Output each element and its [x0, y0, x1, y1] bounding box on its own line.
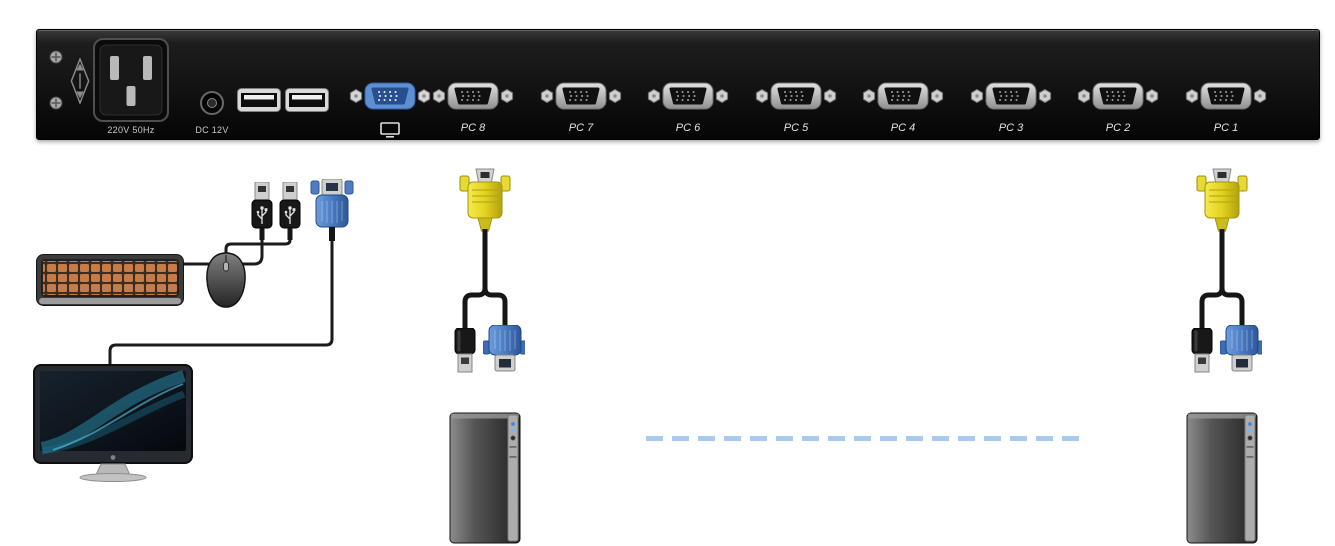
pc-port-1: PC 1	[1183, 78, 1269, 138]
pc-port-label: PC 6	[675, 122, 701, 134]
pc-port-label: PC 4	[890, 122, 916, 134]
kvm-rear-panel: 220V 50Hz DC 12V PC 8 PC 7 PC 6 PC 5 PC …	[36, 29, 1320, 140]
monitor-vga-plug	[310, 179, 354, 241]
pc-port-label: PC 2	[1105, 122, 1131, 134]
console-vga-port-group	[347, 78, 433, 138]
pc-port-7: PC 7	[538, 78, 624, 138]
kvm-cable-pc8	[445, 168, 525, 378]
pc-port-label: PC 5	[783, 122, 809, 134]
pc-port-3: PC 3	[968, 78, 1054, 138]
screw-icon	[49, 50, 63, 64]
pc-port-6: PC 6	[645, 78, 731, 138]
vga-port-icon	[753, 78, 839, 114]
vga-port-icon	[1183, 78, 1269, 114]
alignment-mark-icon	[70, 58, 90, 104]
vga-port-icon	[430, 78, 516, 114]
monitor	[33, 364, 198, 482]
screw-icon	[49, 96, 63, 110]
pc-port-label: PC 3	[998, 122, 1024, 134]
console-usb-port-1	[237, 88, 281, 112]
vga-port-icon	[1075, 78, 1161, 114]
vga-port-icon	[645, 78, 731, 114]
keyboard	[36, 254, 184, 306]
vga-port-icon	[968, 78, 1054, 114]
pc-port-5: PC 5	[753, 78, 839, 138]
monitor-icon	[380, 122, 400, 138]
pc-tower-8	[449, 412, 521, 544]
vga-port-icon	[860, 78, 946, 114]
continuation-dashes	[646, 436, 1080, 441]
keyboard-usb-plug	[250, 182, 274, 240]
console-cables	[108, 238, 334, 368]
pc-tower-1	[1186, 412, 1258, 544]
dc-jack-label: DC 12V	[195, 125, 229, 135]
console-usb-port-2	[285, 88, 329, 112]
pc-port-label: PC 1	[1213, 122, 1239, 134]
vga-port-icon	[538, 78, 624, 114]
pc-port-8: PC 8	[430, 78, 516, 138]
mouse	[203, 252, 249, 308]
pc-port-label: PC 7	[568, 122, 594, 134]
ac-power-inlet	[93, 38, 169, 122]
pc-port-label: PC 8	[460, 122, 486, 134]
pc-port-2: PC 2	[1075, 78, 1161, 138]
console-vga-port	[347, 78, 433, 114]
pc-port-4: PC 4	[860, 78, 946, 138]
power-spec-label: 220V 50Hz	[107, 125, 155, 135]
dc-power-jack	[199, 90, 225, 116]
kvm-cable-pc1	[1182, 168, 1262, 378]
mouse-usb-plug	[278, 182, 302, 240]
